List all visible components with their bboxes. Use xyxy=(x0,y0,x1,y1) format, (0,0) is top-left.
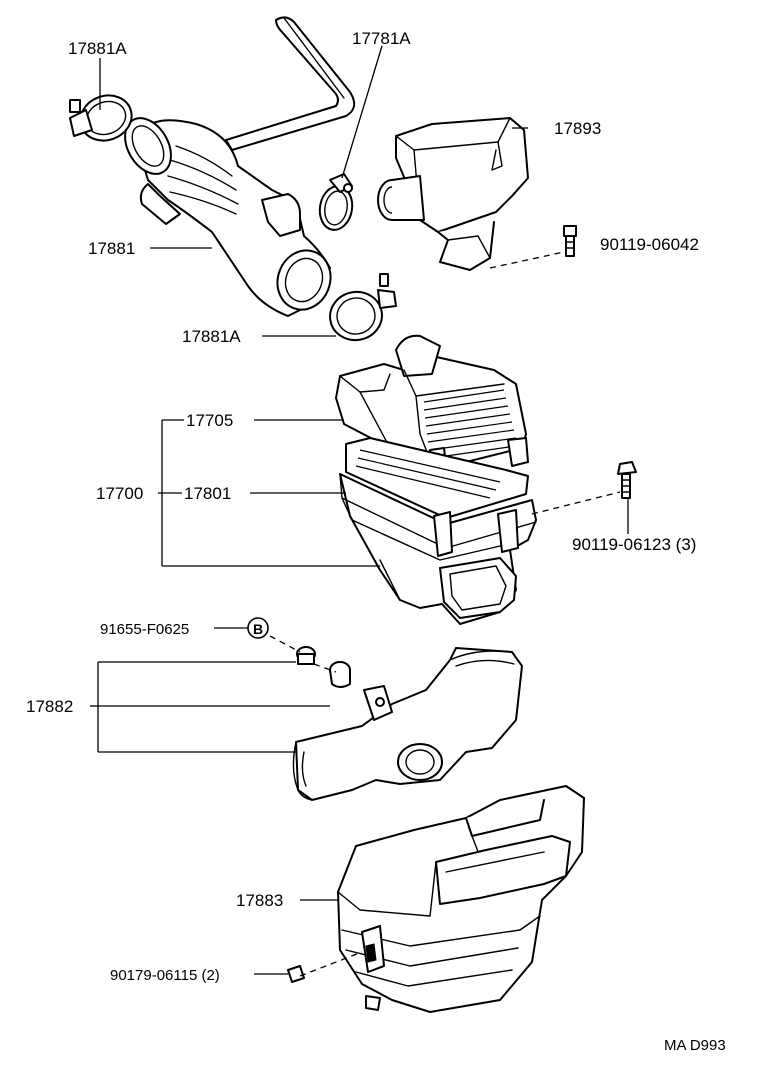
resonator-17893 xyxy=(377,117,529,271)
screw-90179-06115 xyxy=(287,965,305,983)
air-cleaner-case-17883 xyxy=(337,785,585,1013)
label-17881A-bottom: 17881A xyxy=(182,327,241,346)
breather-hose xyxy=(225,16,356,151)
label-91655-F0625: 91655-F0625 xyxy=(100,621,189,638)
label-17893: 17893 xyxy=(554,119,601,138)
dashed-alignment-lines xyxy=(269,251,621,977)
air-cleaner-case xyxy=(339,473,537,625)
grommet xyxy=(329,661,351,688)
label-17801: 17801 xyxy=(184,484,231,503)
leader-lines xyxy=(90,45,629,975)
part-number-labels: 17881A 17781A 17893 90119-06042 17881 17… xyxy=(26,29,726,1054)
label-90119-06123: 90119-06123 (3) xyxy=(572,535,696,554)
bolt-90119-06042 xyxy=(563,225,577,257)
label-90179-06115: 90179-06115 (2) xyxy=(110,967,220,984)
label-17700: 17700 xyxy=(96,484,143,503)
label-17705: 17705 xyxy=(186,411,233,430)
hose-clamp-17881A-top xyxy=(69,94,133,142)
label-90119-06042: 90119-06042 xyxy=(600,235,699,254)
label-17883: 17883 xyxy=(236,891,283,910)
circled-b-letter: B xyxy=(253,621,263,637)
label-17881A-top: 17881A xyxy=(68,39,127,58)
filter-element-17801 xyxy=(345,437,529,519)
label-17882: 17882 xyxy=(26,697,73,716)
air-cleaner-inlet-17882 xyxy=(292,647,523,801)
label-17881: 17881 xyxy=(88,239,135,258)
hose-clamp-17781A xyxy=(318,173,354,231)
circled-b-marker: B xyxy=(247,617,269,639)
hose-clamp-17881A-bottom xyxy=(329,273,397,342)
diagram-reference-code: MA D993 xyxy=(664,1037,726,1054)
intake-hose-17881 xyxy=(124,117,332,317)
label-17781A: 17781A xyxy=(352,29,411,48)
bolt-90119-06123 xyxy=(617,461,637,499)
bolt-91655-F0625 xyxy=(296,646,316,665)
